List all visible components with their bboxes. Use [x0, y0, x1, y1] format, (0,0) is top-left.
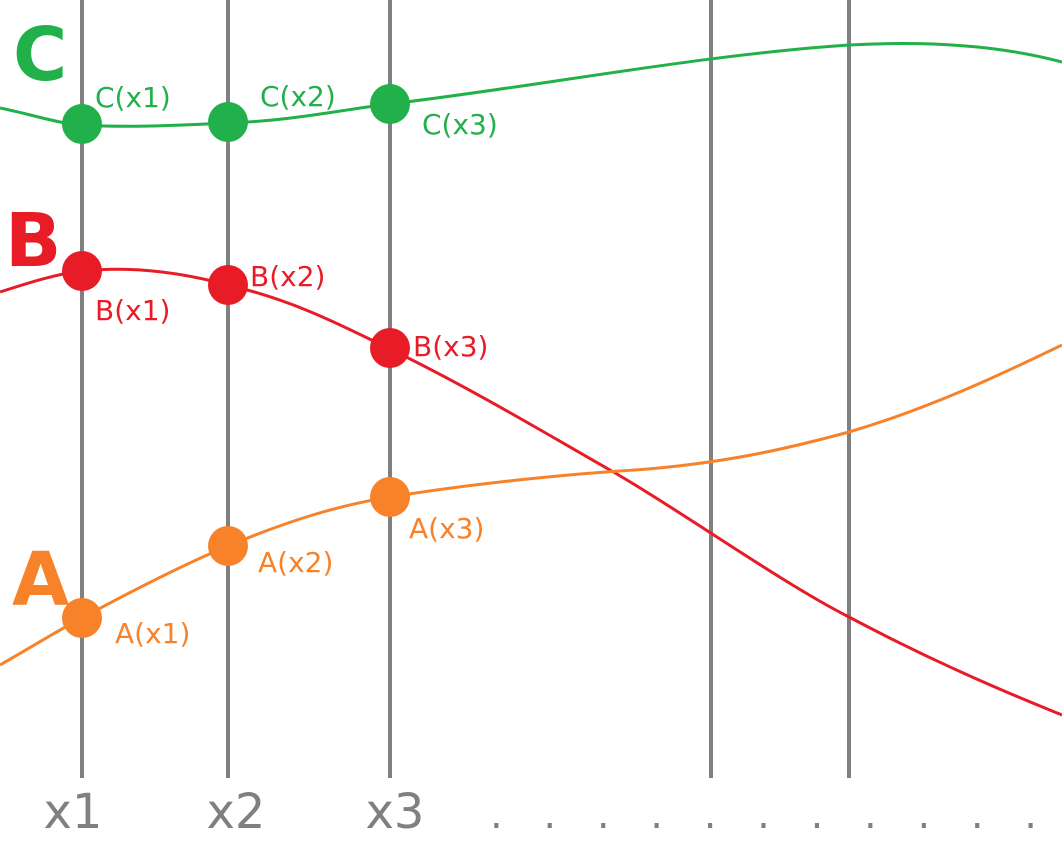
label-a-x1: A(x1): [115, 617, 190, 650]
label-a-x2: A(x2): [258, 546, 333, 579]
points-a: [62, 477, 410, 638]
points-c: [62, 84, 410, 144]
label-b-x3: B(x3): [413, 330, 488, 363]
label-b-x1: B(x1): [95, 294, 170, 327]
point-a-x3: [370, 477, 410, 517]
point-a-x1: [62, 598, 102, 638]
label-a-x3: A(x3): [409, 512, 484, 545]
curve-label-b: B: [5, 198, 61, 284]
point-labels-b: B(x1) B(x2) B(x3): [95, 260, 488, 363]
point-labels-a: A(x1) A(x2) A(x3): [115, 512, 484, 650]
point-b-x1: [62, 251, 102, 291]
point-labels-c: C(x1) C(x2) C(x3): [95, 80, 498, 141]
label-c-x2: C(x2): [260, 80, 336, 113]
curve-label-a: A: [12, 537, 69, 623]
curve-label-c: C: [13, 12, 67, 98]
point-c-x1: [62, 104, 102, 144]
label-c-x3: C(x3): [422, 108, 498, 141]
curve-b: [0, 267, 1062, 717]
tick-label-x1: x1: [44, 784, 103, 840]
curve-a: [0, 343, 1062, 667]
points-b: [62, 251, 410, 368]
tick-label-x3: x3: [366, 784, 425, 840]
continuation-dots: . . . . . . . . . . . . .: [490, 792, 1062, 838]
label-b-x2: B(x2): [250, 260, 325, 293]
point-b-x2: [208, 265, 248, 305]
point-c-x3: [370, 84, 410, 124]
label-c-x1: C(x1): [95, 81, 171, 114]
point-c-x2: [208, 102, 248, 142]
point-b-x3: [370, 328, 410, 368]
point-a-x2: [208, 526, 248, 566]
tick-label-x2: x2: [207, 784, 266, 840]
x-tick-labels: x1 x2 x3: [44, 784, 425, 840]
